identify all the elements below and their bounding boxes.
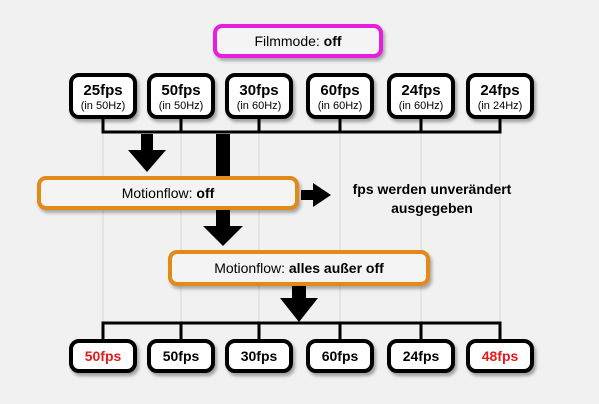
input-fps: 30fps <box>239 82 279 99</box>
input-fps: 60fps <box>320 82 360 99</box>
filmmode-label: Filmmode: <box>254 33 324 49</box>
input-box-3: 30fps (in 60Hz) <box>225 73 293 119</box>
motionflow-on-box: Motionflow: alles außer off <box>168 250 430 286</box>
filmmode-box: Filmmode: off <box>213 24 383 58</box>
output-box-1: 50fps <box>69 339 137 373</box>
output-box-5: 24fps <box>387 339 455 373</box>
input-box-5: 24fps (in 60Hz) <box>387 73 455 119</box>
input-box-1: 25fps (in 50Hz) <box>69 73 137 119</box>
input-hz: (in 50Hz) <box>80 100 126 112</box>
filmmode-value: off <box>323 33 342 49</box>
output-box-2: 50fps <box>147 339 215 373</box>
input-fps: 50fps <box>161 82 201 99</box>
note-line-2: ausgegeben <box>391 200 473 216</box>
input-fps: 24fps <box>480 82 520 99</box>
motionflow-off-box: Motionflow: off <box>37 176 299 210</box>
input-box-6: 24fps (in 24Hz) <box>466 73 534 119</box>
output-fps: 50fps <box>162 348 200 364</box>
input-hz: (in 60Hz) <box>317 100 363 112</box>
output-fps: 30fps <box>240 348 278 364</box>
input-hz: (in 50Hz) <box>158 100 204 112</box>
output-fps: 24fps <box>402 348 440 364</box>
input-box-2: 50fps (in 50Hz) <box>147 73 215 119</box>
input-hz: (in 60Hz) <box>236 100 282 112</box>
motionflow-on-label: Motionflow: <box>214 260 289 276</box>
input-fps: 24fps <box>401 82 441 99</box>
output-fps: 50fps <box>84 348 122 364</box>
input-hz: (in 24Hz) <box>477 100 523 112</box>
unchanged-output-note: fps werden unverändert ausgegeben <box>332 180 532 218</box>
motionflow-off-label: Motionflow: <box>121 185 197 201</box>
input-hz: (in 60Hz) <box>398 100 444 112</box>
motionflow-off-value: off <box>196 185 215 201</box>
output-box-4: 60fps <box>306 339 374 373</box>
input-box-4: 60fps (in 60Hz) <box>306 73 374 119</box>
motionflow-on-value: alles außer off <box>288 260 384 276</box>
output-box-3: 30fps <box>225 339 293 373</box>
output-box-6: 48fps <box>466 339 534 373</box>
output-fps: 48fps <box>481 348 519 364</box>
output-fps: 60fps <box>321 348 359 364</box>
input-fps: 25fps <box>83 82 123 99</box>
note-line-1: fps werden unverändert <box>352 181 512 197</box>
